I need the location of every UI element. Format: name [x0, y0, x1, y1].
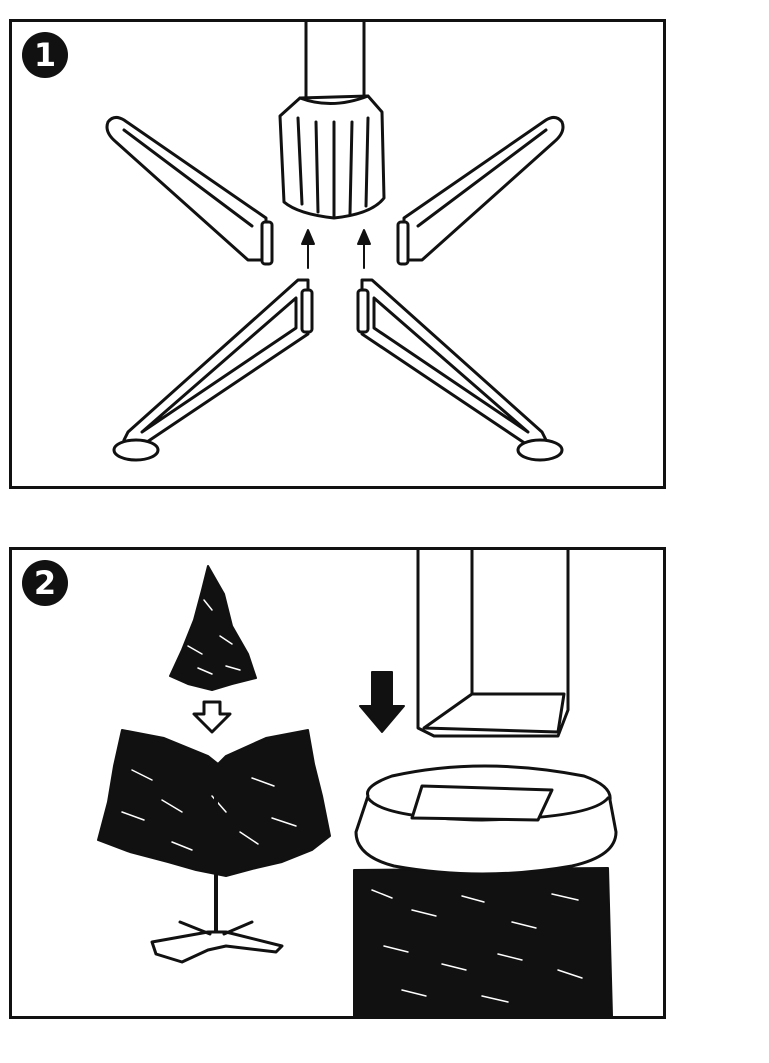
stand-leg-icon [105, 115, 274, 266]
storage-illustration [97, 550, 618, 1016]
stand-leg-icon [112, 278, 314, 462]
step-2-badge: 2 [22, 560, 68, 606]
stand-assembly-illustration [105, 22, 565, 462]
step-2-panel: 2 [9, 547, 666, 1019]
down-arrow-icon [192, 700, 232, 734]
stand-leg-icon [396, 115, 565, 266]
base-socket-icon [278, 94, 386, 220]
tree-pole-icon [304, 22, 366, 102]
step-1-panel: 1 [9, 19, 666, 489]
packed-tree-icon [353, 764, 618, 1016]
down-arrow-icon [359, 671, 405, 733]
storage-box-icon [416, 550, 570, 738]
stand-leg-icon [356, 278, 564, 462]
step-1-badge: 1 [22, 32, 68, 78]
insert-arrow-icon [301, 229, 371, 269]
tree-top-section-icon [169, 565, 257, 691]
assembled-tree-icon [97, 729, 331, 964]
